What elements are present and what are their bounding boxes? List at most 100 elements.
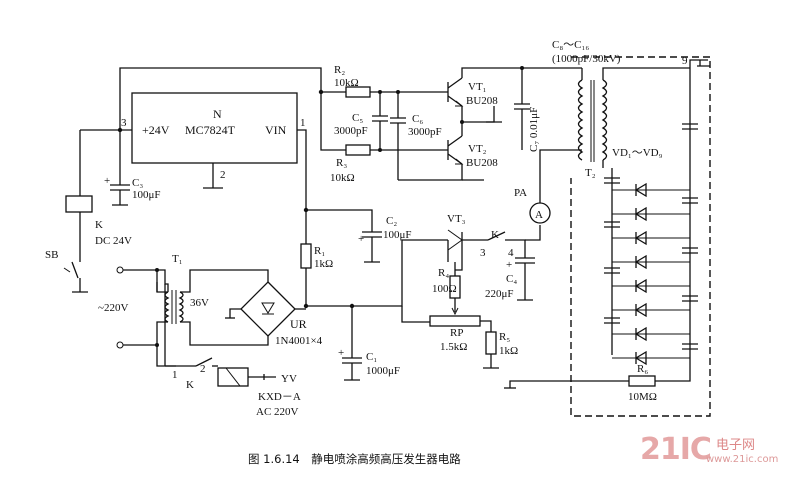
c1-value: 1000μF <box>366 365 400 377</box>
ic-out-label: +24V <box>142 123 170 137</box>
r6-resistor <box>628 375 656 387</box>
mains-voltage-label: ~220V <box>98 302 128 314</box>
watermark-logo: 21IC 电子网 www.21ic.com <box>640 432 795 476</box>
c5-value: 3000pF <box>334 125 368 137</box>
c7-label: C₇ 0.01μF <box>528 107 540 152</box>
svg-text:+: + <box>338 347 344 359</box>
k-contact-4-label: 4 <box>508 247 514 259</box>
rp-potentiometer <box>429 315 481 327</box>
k-contact-switch <box>487 231 506 241</box>
ur-label: UR <box>290 317 307 331</box>
c5-capacitor <box>372 92 388 150</box>
voltage-multiplier-ladder <box>604 123 698 366</box>
c3-capacitor <box>110 184 130 191</box>
svg-text:+: + <box>358 233 364 245</box>
watermark-brand: 21IC <box>640 432 712 467</box>
vt2-label: VT₂ <box>468 143 487 155</box>
output-9-label: 9 <box>682 55 688 67</box>
r5-resistor <box>485 331 497 355</box>
t1-secondary-voltage: 36V <box>190 297 209 309</box>
c4-capacitor <box>515 257 535 264</box>
ic-pin3-label: 3 <box>121 117 127 129</box>
rp-label: RP <box>450 327 463 339</box>
ic-name-label: N <box>213 107 222 121</box>
top-rail-wire <box>119 67 322 130</box>
c1-capacitor <box>342 357 362 364</box>
t2-primary <box>577 79 584 161</box>
c3-label: C₃ <box>132 177 143 189</box>
r2-label: R₂ <box>334 64 345 76</box>
caption: 图 1.6.14 静电喷涂高频高压发生器电路 <box>248 452 461 466</box>
switch-pin2-label: 2 <box>200 363 206 375</box>
ic-in-label: VIN <box>265 123 287 137</box>
r3-value: 10kΩ <box>330 172 355 184</box>
ic-pin2-label: 2 <box>220 169 226 181</box>
t1-label: T₁ <box>172 253 183 265</box>
yv-label: YV <box>281 373 297 385</box>
watermark-url: www.21ic.com <box>706 454 779 465</box>
bridge-rectifier-ur <box>240 281 296 337</box>
c6-value: 3000pF <box>408 126 442 138</box>
svg-text:+: + <box>104 175 110 187</box>
r5-label: R₅ <box>499 331 510 343</box>
ac220-label: AC 220V <box>256 406 299 418</box>
vt1-label: VT₁ <box>468 81 487 93</box>
vt1-part: BU208 <box>466 95 498 107</box>
c5-label: C₅ <box>352 112 363 124</box>
vt3-transistor <box>461 232 470 248</box>
kxd-label: KXD－A <box>258 391 301 403</box>
vt2-part: BU208 <box>466 157 498 169</box>
ic-part-label: MC7824T <box>185 123 236 137</box>
svg-text:+: + <box>506 259 512 271</box>
r6-label: R₆ <box>637 363 648 375</box>
relay-k-voltage: DC 24V <box>95 235 132 247</box>
c1-label: C₁ <box>366 351 377 363</box>
switch-pin1-label: 1 <box>172 369 178 381</box>
mains-terminal-bottom <box>116 341 124 349</box>
c4-value: 220μF <box>485 288 514 300</box>
sb-label: SB <box>45 249 58 261</box>
c2-capacitor <box>362 231 382 238</box>
k-contact-label: K <box>491 229 499 241</box>
c8-c16-rating: (1000pF/30kV) <box>552 53 621 65</box>
c3-value: 100μF <box>132 189 161 201</box>
r6-value: 10MΩ <box>628 391 657 403</box>
k-contact-3-label: 3 <box>480 247 486 259</box>
c2-label: C₂ <box>386 215 397 227</box>
rp-value: 1.5kΩ <box>440 341 467 353</box>
mains-terminal-top <box>116 266 124 274</box>
switch-k-contact <box>195 357 213 367</box>
c2-value: 100μF <box>383 229 412 241</box>
hv-module-box <box>570 56 711 417</box>
c4-label: C₄ <box>506 273 517 285</box>
r3-resistor <box>345 144 371 156</box>
c8-c16-label: C₈～C₁₆ <box>552 39 589 51</box>
relay-k-label: K <box>95 219 103 231</box>
r4-value: 100Ω <box>432 283 457 295</box>
regulator-ic-box <box>131 92 298 164</box>
c6-label: C₆ <box>412 113 423 125</box>
r4-label: R₄ <box>438 267 449 279</box>
r3-label: R₃ <box>336 157 347 169</box>
vd-diodes-label: VD₁～VD₉ <box>612 147 663 159</box>
c7-capacitor <box>514 68 530 150</box>
relay-coil-k <box>65 195 93 213</box>
t1-core <box>171 290 177 324</box>
ammeter-symbol: A <box>535 209 543 221</box>
t2-core <box>590 80 595 162</box>
r1-resistor <box>300 243 312 269</box>
watermark-cn: 电子网 <box>716 438 756 453</box>
vt3-label: VT₃ <box>447 213 466 225</box>
ic-pin1-label: 1 <box>300 117 306 129</box>
r1-label: R₁ <box>314 245 325 257</box>
sb-switch <box>71 230 88 293</box>
ur-part: 1N4001×4 <box>275 335 323 347</box>
r1-value: 1kΩ <box>314 258 333 270</box>
c6-capacitor <box>390 92 406 180</box>
t2-label: T₂ <box>585 167 596 179</box>
switch-k-label: K <box>186 379 194 391</box>
pa-label: PA <box>514 187 527 199</box>
r5-value: 1kΩ <box>499 345 518 357</box>
